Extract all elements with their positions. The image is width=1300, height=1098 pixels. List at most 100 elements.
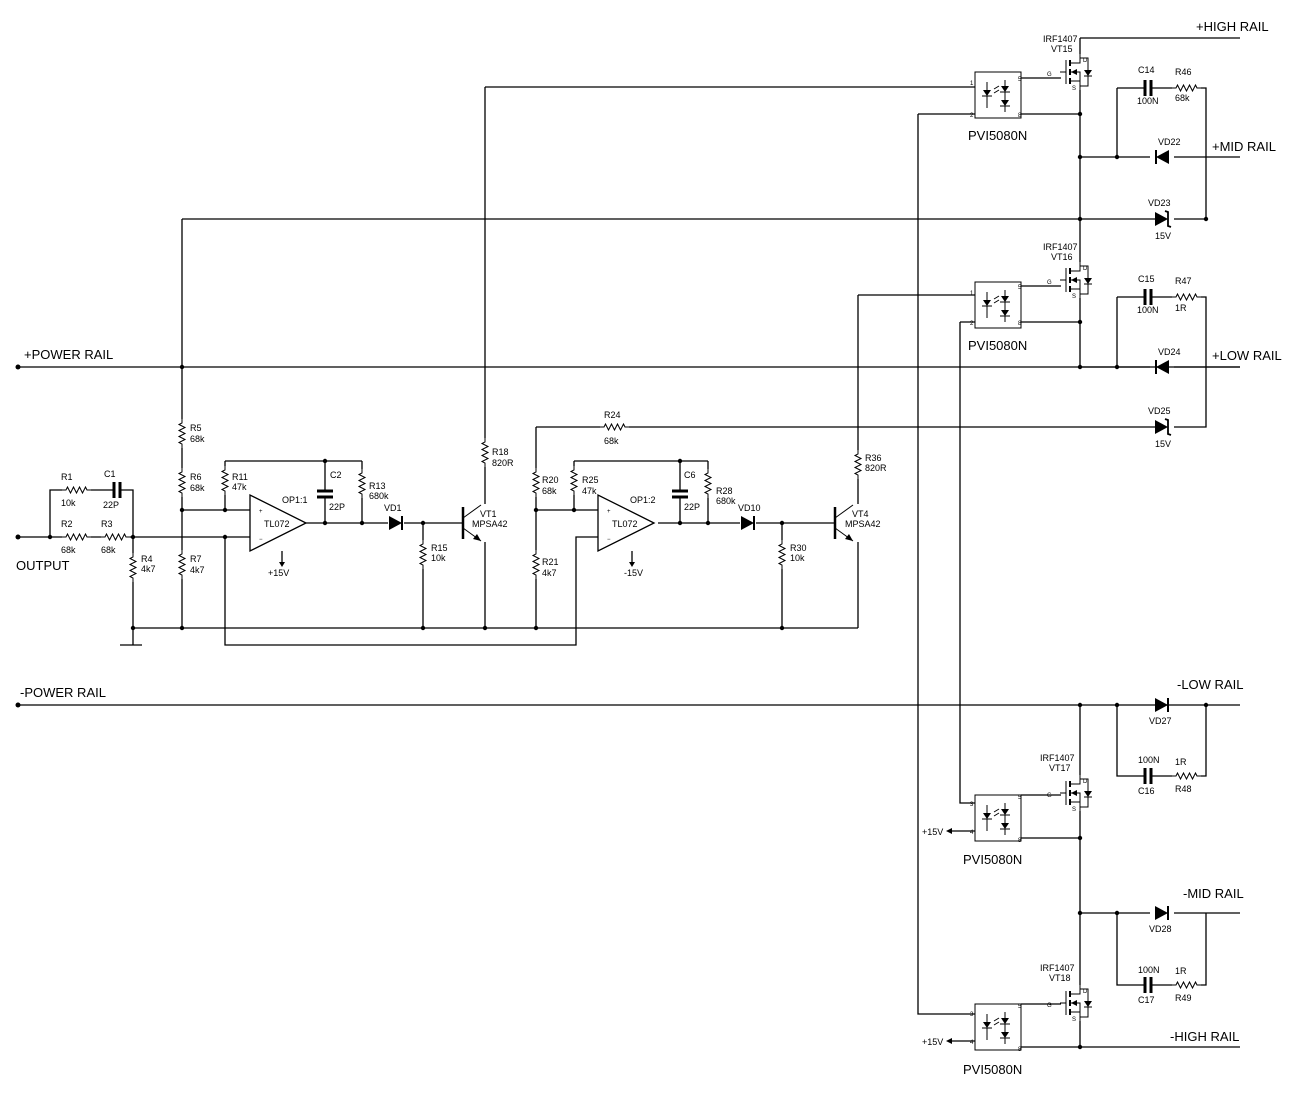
label-output: OUTPUT	[16, 558, 70, 573]
svg-text:R3: R3	[101, 519, 113, 529]
svg-text:47k: 47k	[582, 486, 597, 496]
junction	[571, 507, 577, 513]
supply-neg15-op2: -15V	[624, 562, 643, 578]
diode-vd27: VD27	[1149, 697, 1172, 726]
svg-text:VT18: VT18	[1049, 973, 1071, 983]
svg-text:5: 5	[1018, 77, 1022, 83]
svg-text:C17: C17	[1138, 995, 1155, 1005]
svg-text:1: 1	[970, 291, 974, 297]
junction	[179, 625, 185, 631]
driver-pvi-2: 12 58 PVI5080N	[968, 281, 1027, 353]
svg-text:VD23: VD23	[1148, 198, 1171, 208]
resistor-r48: 1R R48	[1171, 757, 1202, 794]
svg-text:1R: 1R	[1175, 966, 1187, 976]
svg-text:S: S	[1072, 1017, 1076, 1023]
svg-text:VD25: VD25	[1148, 406, 1171, 416]
svg-text:+15V: +15V	[922, 827, 943, 837]
diode-vd24: VD24	[1155, 347, 1181, 375]
junction	[1077, 154, 1083, 160]
svg-text:C6: C6	[684, 470, 696, 480]
svg-text:D: D	[1083, 58, 1088, 64]
junction	[1203, 702, 1209, 708]
svg-text:R36: R36	[865, 453, 882, 463]
label-mid-rail-pos: +MID RAIL	[1212, 139, 1276, 154]
svg-text:680k: 680k	[369, 491, 389, 501]
junction	[322, 520, 328, 526]
svg-text:R21: R21	[542, 557, 559, 567]
svg-text:R25: R25	[582, 475, 599, 485]
svg-text:R13: R13	[369, 481, 386, 491]
svg-text:8: 8	[1018, 113, 1022, 119]
label-high-rail-pos: +HIGH RAIL	[1196, 19, 1269, 34]
terminal-power-neg	[15, 702, 21, 708]
svg-text:1R: 1R	[1175, 303, 1187, 313]
svg-text:MPSA42: MPSA42	[845, 519, 881, 529]
svg-text:1R: 1R	[1175, 757, 1187, 767]
svg-text:MPSA42: MPSA42	[472, 519, 508, 529]
svg-text:820R: 820R	[865, 463, 887, 473]
junction	[533, 507, 539, 513]
svg-text:68k: 68k	[542, 486, 557, 496]
svg-text:VD22: VD22	[1158, 137, 1181, 147]
svg-text:68k: 68k	[190, 434, 205, 444]
svg-text:PVI5080N: PVI5080N	[968, 338, 1027, 353]
junction	[359, 520, 365, 526]
svg-text:PVI5080N: PVI5080N	[963, 1062, 1022, 1077]
svg-text:+15V: +15V	[268, 568, 289, 578]
terminal-power-pos	[15, 364, 21, 370]
svg-text:R46: R46	[1175, 67, 1192, 77]
junction	[1077, 216, 1083, 222]
svg-text:4k7: 4k7	[542, 568, 557, 578]
svg-text:G: G	[1047, 793, 1052, 799]
svg-text:TL072: TL072	[612, 519, 638, 529]
svg-text:R4: R4	[141, 554, 153, 564]
svg-text:R48: R48	[1175, 784, 1192, 794]
junction	[130, 534, 136, 540]
junction	[1114, 364, 1120, 370]
svg-text:4: 4	[970, 830, 974, 836]
label-low-rail-neg: -LOW RAIL	[1177, 677, 1243, 692]
svg-text:3: 3	[970, 802, 974, 808]
svg-text:R7: R7	[190, 554, 202, 564]
junction	[1114, 702, 1120, 708]
svg-text:3: 3	[970, 1012, 974, 1018]
svg-text:R20: R20	[542, 475, 559, 485]
supply-pos15-vt18: +15V	[922, 1037, 952, 1047]
svg-text:IRF1407: IRF1407	[1040, 963, 1075, 973]
svg-text:5: 5	[1018, 795, 1022, 801]
junction	[779, 520, 785, 526]
svg-text:C2: C2	[330, 470, 342, 480]
svg-text:C15: C15	[1138, 274, 1155, 284]
junction	[677, 520, 683, 526]
label-high-rail-neg: -HIGH RAIL	[1170, 1029, 1239, 1044]
junction	[482, 625, 488, 631]
svg-text:R11: R11	[232, 472, 248, 482]
svg-text:D: D	[1083, 989, 1088, 995]
svg-text:8: 8	[1018, 1047, 1022, 1053]
opamp-op1-2: +− TL072 OP1:2	[597, 494, 656, 552]
junction	[1077, 702, 1083, 708]
label-low-rail-pos: +LOW RAIL	[1212, 348, 1282, 363]
svg-text:68k: 68k	[1175, 93, 1190, 103]
junction	[705, 520, 711, 526]
junction	[322, 458, 328, 464]
junction	[1114, 154, 1120, 160]
